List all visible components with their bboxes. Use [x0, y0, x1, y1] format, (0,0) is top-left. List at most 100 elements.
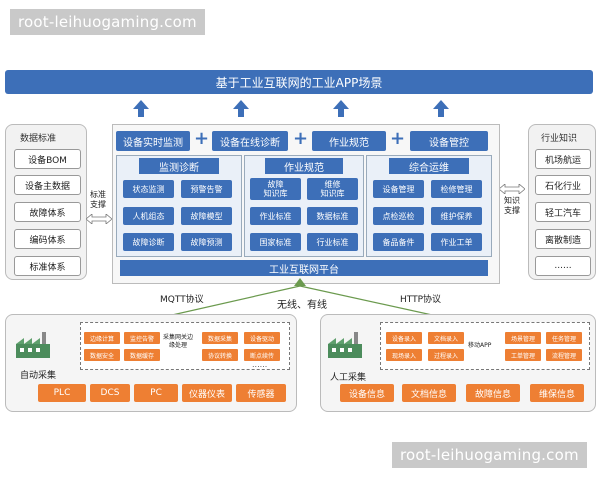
right-item: 轻工汽车 — [535, 202, 591, 222]
group-item: 故障预测 — [181, 233, 232, 251]
source-plc: PLC — [38, 384, 86, 402]
right-connector-label: 知识 支撑 — [500, 196, 524, 216]
group-item: 故障诊断 — [123, 233, 174, 251]
auto-collect-title: 自动采集 — [20, 371, 57, 381]
group-item: 数据标准 — [307, 207, 358, 225]
top-head-control: 设备管控 — [410, 131, 488, 151]
right-item: 机场航运 — [535, 149, 591, 169]
mobile-app-box — [380, 322, 590, 370]
group-integrated-ops: 综合运维 设备管理 检修管理 点检巡检 维护保养 备品备件 作业工单 — [366, 155, 492, 257]
left-item: 故障体系 — [14, 202, 81, 222]
top-head-monitor: 设备实时监测 — [116, 131, 190, 151]
source-device-info: 设备信息 — [340, 384, 394, 402]
diagram-title: 基于工业互联网的工业APP场景 — [5, 70, 593, 94]
watermark-top: root-leihuogaming.com — [10, 9, 205, 35]
gateway-item: 协议转换 — [202, 349, 238, 361]
industrial-internet-platform: 工业互联网平台 — [120, 260, 488, 276]
left-item: 设备主数据 — [14, 175, 81, 195]
plus-icon: + — [293, 128, 309, 149]
gateway-label-line1: 采集网关边 — [163, 334, 194, 341]
group-item: 故障 知识库 — [250, 178, 301, 200]
left-double-arrow-icon — [86, 214, 112, 224]
panel-title: 行业知识 — [541, 134, 578, 144]
source-pc: PC — [134, 384, 178, 402]
group-item: 故障模型 — [181, 207, 232, 225]
group-title: 作业规范 — [265, 158, 343, 174]
left-item: 编码体系 — [14, 229, 81, 249]
top-head-diagnosis: 设备在线诊断 — [212, 131, 288, 151]
source-doc-info: 文档信息 — [402, 384, 456, 402]
top-head-norm: 作业规范 — [312, 131, 386, 151]
protocol-center: 无线、有线 — [277, 300, 327, 311]
source-sensors: 传感器 — [236, 384, 286, 402]
gateway-item: 数据安全 — [84, 349, 120, 361]
left-item: 标准体系 — [14, 256, 81, 276]
source-dcs: DCS — [90, 384, 130, 402]
plus-icon: + — [390, 128, 406, 149]
factory-icon — [328, 332, 362, 358]
group-item: 预警告警 — [181, 180, 232, 198]
app-item: 工单管理 — [505, 349, 541, 361]
source-fault-info: 故障信息 — [466, 384, 520, 402]
up-arrow-icon — [233, 100, 249, 117]
group-item: 维护保养 — [431, 207, 482, 225]
group-work-norm: 作业规范 故障 知识库 维修 知识库 作业标准 数据标准 国家标准 行业标准 — [244, 155, 364, 257]
protocol-left: MQTT协议 — [160, 295, 204, 305]
app-item: 过程录入 — [428, 349, 464, 361]
connector-line1: 知识 — [504, 196, 520, 205]
manual-collect-title: 人工采集 — [330, 373, 367, 383]
app-item: 流程管理 — [546, 349, 582, 361]
connector-line2: 支撑 — [504, 206, 520, 215]
gateway-label: 采集网关边 缘处理 — [163, 334, 193, 350]
up-arrow-icon — [433, 100, 449, 117]
plus-icon: + — [194, 128, 210, 149]
source-instruments: 仪器仪表 — [182, 384, 232, 402]
group-item: 状态监测 — [123, 180, 174, 198]
group-item: 备品备件 — [373, 233, 424, 251]
right-item: 石化行业 — [535, 175, 591, 195]
group-title: 监测诊断 — [139, 158, 219, 174]
group-item: 设备管理 — [373, 180, 424, 198]
right-item: 离散制造 — [535, 229, 591, 249]
mobile-app-label: 移动APP — [468, 342, 492, 349]
gateway-item: 监控告警 — [124, 332, 160, 344]
watermark-bottom: root-leihuogaming.com — [392, 442, 587, 468]
gateway-item: 设备驱动 — [244, 332, 280, 344]
ellipsis: ...... — [252, 360, 268, 369]
group-title: 综合运维 — [389, 158, 469, 174]
group-item: 行业标准 — [307, 233, 358, 251]
left-item: 设备BOM — [14, 149, 81, 169]
gateway-item: 数据采集 — [202, 332, 238, 344]
connector-line1: 标准 — [90, 190, 106, 199]
right-double-arrow-icon — [499, 184, 525, 194]
group-item: 作业工单 — [431, 233, 482, 251]
app-item: 场景管理 — [505, 332, 541, 344]
connector-line2: 支撑 — [90, 200, 106, 209]
group-item: 作业标准 — [250, 207, 301, 225]
source-maint-info: 维保信息 — [530, 384, 584, 402]
gateway-item: 数据缓存 — [124, 349, 160, 361]
protocol-right: HTTP协议 — [400, 295, 442, 305]
left-connector-label: 标准 支撑 — [86, 190, 110, 210]
group-item: 点检巡检 — [373, 207, 424, 225]
gateway-item: 断点续传 — [244, 349, 280, 361]
data-standard-panel: 数据标准 设备BOM 设备主数据 故障体系 编码体系 标准体系 — [5, 124, 87, 280]
app-item: 设备录入 — [386, 332, 422, 344]
gateway-item: 边缘计算 — [84, 332, 120, 344]
group-item: 维修 知识库 — [307, 178, 358, 200]
factory-icon — [16, 332, 50, 358]
panel-title: 数据标准 — [20, 134, 57, 144]
gateway-box — [80, 322, 290, 370]
up-arrow-icon — [133, 100, 149, 117]
industry-knowledge-panel: 行业知识 机场航运 石化行业 轻工汽车 离散制造 ...... — [528, 124, 596, 280]
group-item: 国家标准 — [250, 233, 301, 251]
gateway-label-line2: 缘处理 — [169, 342, 188, 349]
app-item: 现场录入 — [386, 349, 422, 361]
group-monitor-diagnosis: 监测诊断 状态监测 预警告警 人机组态 故障模型 故障诊断 故障预测 — [116, 155, 242, 257]
app-item: 文档录入 — [428, 332, 464, 344]
app-item: 任务管理 — [546, 332, 582, 344]
group-item: 人机组态 — [123, 207, 174, 225]
right-item: ...... — [535, 256, 591, 276]
up-arrow-icon — [333, 100, 349, 117]
group-item: 检修管理 — [431, 180, 482, 198]
